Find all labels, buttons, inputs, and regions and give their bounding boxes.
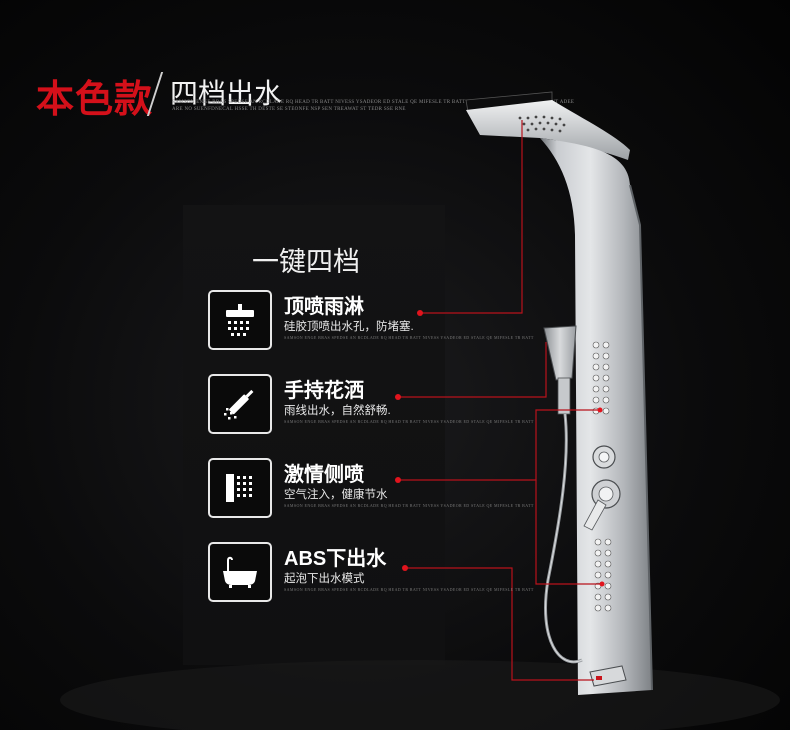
- feature-fine-print: SAMSON ENGE BRAS SPEDSE AN RCDLADE RQ HE…: [284, 503, 534, 508]
- feature-bottom-outlet: ABS下出水 起泡下出水模式 SAMSON ENGE BRAS SPEDSE A…: [208, 542, 538, 612]
- feature-subtitle: 空气注入，健康节水: [284, 489, 388, 501]
- feature-subtitle: 雨线出水，自然舒畅.: [284, 405, 391, 417]
- fine-print-line-1: SAMSON ENGE BRAS SPEDSE AN RCDLADE RQ HE…: [172, 100, 575, 105]
- hand-shower-icon: [208, 374, 272, 434]
- feature-hand-shower: 手持花洒 雨线出水，自然舒畅. SAMSON ENGE BRAS SPEDSE …: [208, 374, 538, 444]
- feature-subtitle: 起泡下出水模式: [284, 573, 365, 585]
- feature-overhead-rain: 顶喷雨淋 硅胶顶喷出水孔，防堵塞. SAMSON ENGE BRAS SPEDS…: [208, 290, 538, 360]
- panel-heading: 一键四档: [252, 247, 360, 277]
- feature-fine-print: SAMSON ENGE BRAS SPEDSE AN RCDLADE RQ HE…: [284, 587, 534, 592]
- fine-print-line-2: ARE NO SUENFDNECAL HSSE TH DESTE SE STEO…: [172, 107, 406, 112]
- feature-title: ABS下出水: [284, 548, 387, 570]
- title-white: 四档出水: [170, 78, 283, 109]
- feature-title: 激情侧喷: [284, 464, 364, 486]
- title-red: 本色款: [36, 79, 154, 121]
- feature-title: 手持花洒: [284, 380, 364, 402]
- overhead-shower-icon: [208, 290, 272, 350]
- feature-subtitle: 硅胶顶喷出水孔，防堵塞.: [284, 321, 414, 333]
- feature-title: 顶喷雨淋: [284, 296, 364, 318]
- bathtub-icon: [208, 542, 272, 602]
- side-spray-icon: [208, 458, 272, 518]
- feature-fine-print: SAMSON ENGE BRAS SPEDSE AN RCDLADE RQ HE…: [284, 419, 534, 424]
- feature-side-spray: 激情侧喷 空气注入，健康节水 SAMSON ENGE BRAS SPEDSE A…: [208, 458, 538, 528]
- feature-fine-print: SAMSON ENGE BRAS SPEDSE AN RCDLADE RQ HE…: [284, 335, 534, 340]
